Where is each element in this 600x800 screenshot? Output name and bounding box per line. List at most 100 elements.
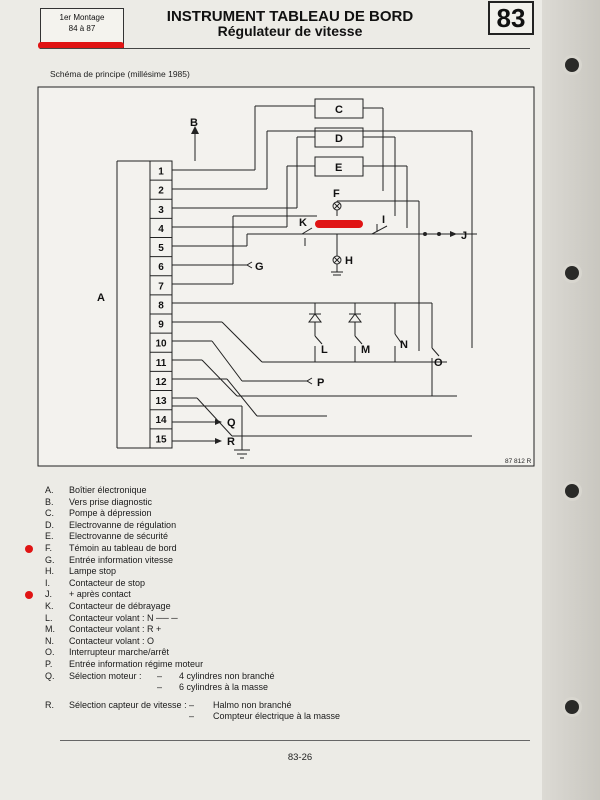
legend-letter: D. — [45, 519, 54, 530]
legend-text: Interrupteur marche/arrêt — [69, 647, 170, 658]
terminal-number: 6 — [158, 262, 164, 273]
legend-sub-dash: – — [189, 699, 195, 710]
legend-text: Entrée information vitesse — [69, 554, 174, 565]
legend-text: Sélection moteur : — [69, 670, 142, 681]
page-title: INSTRUMENT TABLEAU DE BORD — [166, 8, 414, 25]
legend-sub-text: Compteur électrique à la masse — [213, 711, 341, 722]
terminal-number: 9 — [158, 320, 164, 331]
legend-letter: A. — [45, 485, 54, 495]
label-b: B — [190, 117, 198, 129]
red-marker-line — [38, 42, 124, 49]
legend-sub-text: Halmo non branché — [213, 699, 292, 710]
terminal-number: 15 — [155, 434, 167, 445]
label-p: P — [317, 377, 324, 389]
legend-sub-dash: – — [189, 711, 195, 722]
label-n: N — [400, 339, 408, 351]
terminal-number: 8 — [158, 300, 164, 311]
section-number: 83 — [488, 1, 534, 35]
binder-hole — [565, 58, 579, 72]
legend-letter: B. — [45, 496, 54, 507]
legend-text: Entrée information régime moteur — [69, 658, 204, 669]
header-rule — [40, 48, 530, 49]
legend-sub-dash: – — [157, 682, 163, 693]
legend-letter: H. — [45, 566, 54, 577]
legend-text: Pompe à dépression — [69, 508, 152, 519]
label-e: E — [335, 162, 342, 174]
terminal-number: 4 — [158, 224, 164, 235]
terminal-number: 7 — [158, 281, 164, 292]
legend-letter: F. — [45, 542, 53, 553]
legend-sub-dash: – — [157, 670, 163, 681]
legend-text: Contacteur de stop — [69, 577, 146, 588]
legend-letter: K. — [45, 600, 54, 611]
label-c: C — [335, 104, 343, 116]
label-m: M — [361, 344, 370, 356]
page-edge — [542, 0, 600, 800]
legend-letter: E. — [45, 531, 54, 542]
red-marker-f — [315, 220, 363, 228]
legend-text: Boîtier électronique — [69, 485, 147, 495]
legend-letter: I. — [45, 577, 51, 588]
binder-hole — [565, 484, 579, 498]
label-k: K — [299, 217, 307, 229]
legend-letter: N. — [45, 635, 54, 646]
terminal-block — [149, 160, 173, 449]
legend-letter: Q. — [45, 670, 55, 681]
legend-text: Electrovanne de sécurité — [69, 531, 169, 542]
page-subtitle: Régulateur de vitesse — [217, 23, 363, 39]
wiring-diagram: A B C D E F G H I J K L M N O P Q R 1234… — [37, 86, 535, 467]
legend-text: Lampe stop — [69, 566, 117, 577]
label-r: R — [227, 436, 235, 448]
legend-text: Sélection capteur de vitesse : — [69, 699, 187, 710]
label-h: H — [345, 255, 353, 267]
terminal-number: 1 — [158, 167, 164, 178]
terminal-number: 13 — [155, 396, 167, 407]
page-number: 83-26 — [287, 752, 313, 763]
legend-sub-text: 4 cylindres non branché — [179, 670, 275, 681]
terminal-number: 10 — [155, 339, 167, 350]
terminal-number: 12 — [155, 377, 167, 388]
legend-letter: G. — [45, 554, 55, 565]
legend-letter: P. — [45, 658, 53, 669]
label-j: J — [461, 230, 467, 242]
legend-letter: L. — [45, 612, 53, 623]
badge-line-1: 1er Montage — [59, 13, 105, 22]
binder-hole — [565, 266, 579, 280]
terminal-number: 14 — [155, 415, 167, 426]
legend-text: Contacteur de débrayage — [69, 600, 171, 611]
label-g: G — [255, 261, 264, 273]
legend-text: Electrovanne de régulation — [69, 519, 177, 530]
footer-rule — [60, 740, 530, 741]
schema-caption: Schéma de principe (millésime 1985) — [50, 69, 190, 79]
label-i: I — [382, 214, 385, 226]
badge-line-2: 84 à 87 — [68, 24, 96, 33]
label-f: F — [333, 188, 340, 200]
terminal-number: 3 — [158, 205, 164, 216]
label-d: D — [335, 133, 343, 145]
binder-hole — [565, 700, 579, 714]
terminal-number: 2 — [158, 186, 164, 197]
label-q: Q — [227, 417, 236, 429]
diagram-ref-code: 87 812 R — [505, 458, 532, 465]
legend-letter: R. — [45, 699, 54, 710]
label-l: L — [321, 344, 328, 356]
red-marker-dot — [25, 544, 33, 553]
legend-text: Contacteur volant : N ── ─ — [69, 612, 178, 623]
legend-text: Vers prise diagnostic — [69, 496, 153, 507]
legend-letter: C. — [45, 508, 54, 519]
label-o: O — [434, 357, 443, 369]
legend-letter: O. — [45, 647, 55, 658]
legend-sub-text: 6 cylindres à la masse — [179, 682, 269, 693]
legend-text: Contacteur volant : O — [69, 635, 155, 646]
edition-badge: 1er Montage 84 à 87 — [40, 8, 124, 48]
label-a: A — [97, 292, 105, 304]
legend-text: + après contact — [69, 589, 131, 600]
red-marker-dot — [25, 591, 33, 600]
legend-text: Contacteur volant : R + — [69, 624, 162, 635]
legend-text: Témoin au tableau de bord — [69, 542, 177, 553]
diagram-frame — [37, 86, 535, 467]
terminal-number: 5 — [158, 243, 164, 254]
terminal-number: 11 — [156, 358, 167, 369]
legend-letter: M. — [45, 624, 55, 635]
